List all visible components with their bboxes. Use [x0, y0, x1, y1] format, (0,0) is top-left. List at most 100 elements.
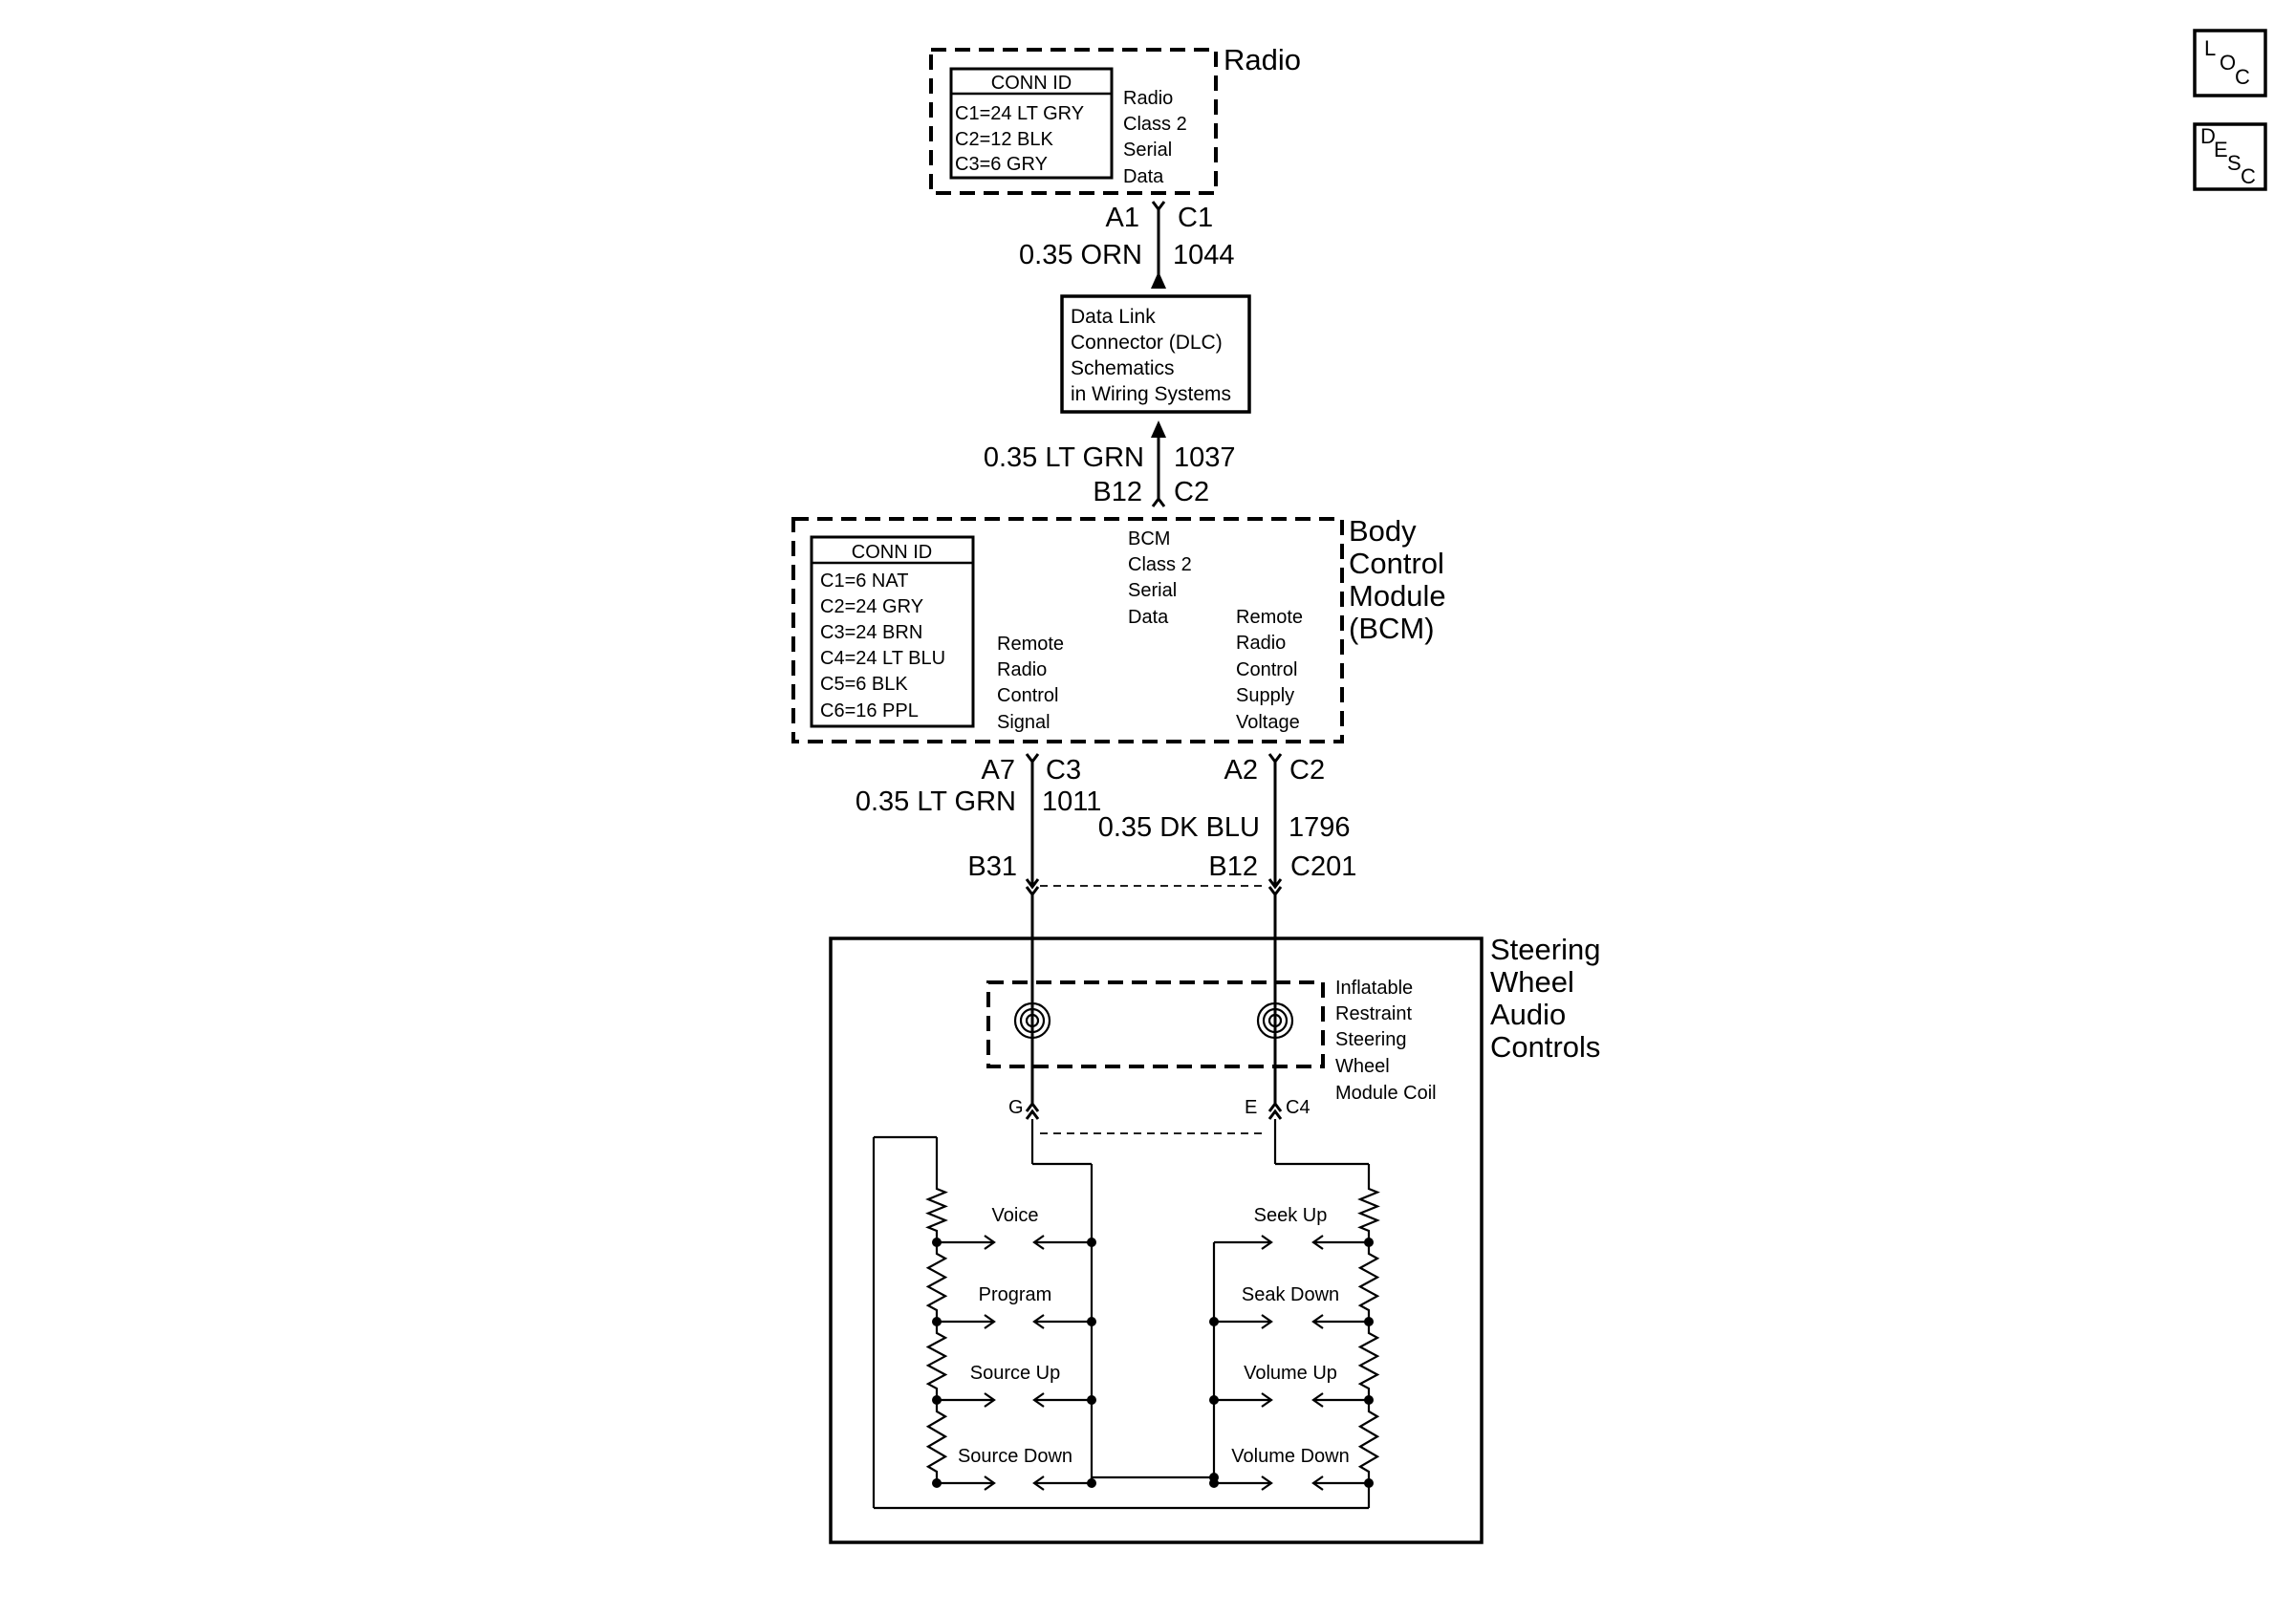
- connector-chevron: [1267, 753, 1283, 764]
- wire-radio-pin: A1: [1106, 203, 1139, 233]
- steering-wheel-audio-controls: Steering Wheel Audio Controls Inflatable…: [829, 894, 1600, 1544]
- junction-dot: [1087, 1317, 1096, 1326]
- coil-line-5: Module Coil: [1335, 1083, 1437, 1104]
- loc-glyph-1: L: [2204, 36, 2216, 60]
- dlc-line-1: Data Link: [1071, 306, 1156, 328]
- connector-chevron: [1151, 201, 1166, 212]
- wire-signal-conn: C3: [1046, 755, 1081, 786]
- switch-contact: [1311, 1235, 1324, 1250]
- wire-supply-conn: C2: [1289, 755, 1325, 786]
- swc-title-line-2: Wheel: [1490, 965, 1574, 999]
- resistor: [1357, 1322, 1380, 1400]
- bcm-supply-line-2: Radio: [1236, 633, 1286, 654]
- resistor: [925, 1400, 948, 1483]
- radio-serial-line-1: Radio: [1123, 88, 1173, 109]
- wire-signal-gauge-color: 0.35 LT GRN: [856, 786, 1016, 817]
- wire-supply-inline-pin: B12: [1208, 851, 1258, 882]
- bcm-conn-id-table: [810, 535, 975, 728]
- coil-pin-left: G: [1008, 1097, 1024, 1118]
- wire-dlc-gauge-color: 0.35 LT GRN: [984, 442, 1144, 473]
- bcm-supply-line-1: Remote: [1236, 607, 1303, 628]
- radio-module: Radio CONN ID C1=24 LT GRY C2=12 BLK C3=…: [929, 43, 1301, 195]
- coil-pin-right: E: [1245, 1097, 1257, 1118]
- switch-contact: [1261, 1314, 1273, 1329]
- bcm-serial-line-3: Serial: [1128, 580, 1177, 601]
- desc-glyph-3: S: [2227, 151, 2242, 175]
- bcm-conn-c1: C1=6 NAT: [820, 571, 908, 592]
- bcm-conn-c3: C3=24 BRN: [820, 622, 922, 643]
- switch-contact: [984, 1392, 996, 1408]
- coil-line-3: Steering: [1335, 1029, 1407, 1050]
- switch-contact: [984, 1314, 996, 1329]
- connector-chevron: [1151, 496, 1166, 507]
- bcm-conn-id-header: CONN ID: [852, 542, 932, 563]
- arrow-up-from-bcm: [1151, 420, 1166, 438]
- bcm-title-line-2: Control: [1349, 547, 1444, 580]
- switch-label-left-2: Program: [979, 1284, 1052, 1305]
- resistor: [1357, 1400, 1380, 1483]
- bcm-supply-line-3: Control: [1236, 659, 1297, 680]
- coil-spiral-right: [1256, 1001, 1294, 1040]
- desc-glyph-1: D: [2200, 124, 2216, 148]
- switch-contact: [1032, 1392, 1045, 1408]
- bcm-conn-c6: C6=16 PPL: [820, 700, 919, 721]
- wire-radio-gauge-color: 0.35 ORN: [1019, 240, 1142, 270]
- switch-contact: [984, 1475, 996, 1491]
- switch-contact: [1311, 1392, 1324, 1408]
- bcm-signal-line-2: Radio: [997, 659, 1047, 680]
- radio-conn-id-header: CONN ID: [991, 73, 1072, 94]
- wire-supply-voltage: A2 C2 0.35 DK BLU 1796 B12 C201: [1098, 753, 1356, 897]
- switch-label-left-4: Source Down: [958, 1446, 1072, 1467]
- radio-serial-line-3: Serial: [1123, 140, 1172, 161]
- bcm-signal-line-4: Signal: [997, 712, 1051, 733]
- resistor: [925, 1322, 948, 1400]
- switch-label-right-3: Volume Up: [1244, 1363, 1337, 1384]
- coil-conn: C4: [1286, 1097, 1310, 1118]
- dlc-line-4: in Wiring Systems: [1071, 383, 1231, 405]
- connector-chevron: [1267, 1101, 1283, 1112]
- radio-conn-c2: C2=12 BLK: [955, 129, 1054, 150]
- wire-radio-to-dlc: A1 C1 0.35 ORN 1044: [1019, 201, 1235, 289]
- wire-signal-inline-pin: B31: [967, 851, 1017, 882]
- radio-title: Radio: [1224, 43, 1301, 76]
- bcm-module: Body Control Module (BCM) CONN ID C1=6 N…: [791, 514, 1446, 743]
- switch-contact: [1032, 1475, 1045, 1491]
- resistor: [925, 1242, 948, 1322]
- bcm-conn-c2: C2=24 GRY: [820, 596, 923, 617]
- connector-chevron: [1025, 1101, 1040, 1112]
- loc-button[interactable]: L O C: [2193, 29, 2267, 97]
- wire-radio-conn: C1: [1178, 203, 1213, 233]
- switch-contact: [1032, 1235, 1045, 1250]
- switch-contact: [1311, 1314, 1324, 1329]
- wire-dlc-conn: C2: [1174, 477, 1209, 507]
- switch-contact: [1261, 1392, 1273, 1408]
- radio-conn-c3: C3=6 GRY: [955, 154, 1048, 175]
- coil-line-4: Wheel: [1335, 1056, 1390, 1077]
- radio-conn-id-table: [949, 67, 1114, 180]
- swc-title-line-4: Controls: [1490, 1030, 1600, 1064]
- bcm-title-line-4: (BCM): [1349, 612, 1435, 645]
- loc-glyph-3: C: [2235, 65, 2250, 89]
- resistor: [1357, 1242, 1380, 1322]
- junction-dot: [1087, 1238, 1096, 1247]
- loc-button-frame: [2193, 29, 2267, 97]
- junction-dot: [1087, 1395, 1096, 1405]
- loc-glyph-2: O: [2220, 51, 2236, 75]
- switch-label-left-1: Voice: [992, 1205, 1039, 1226]
- junction-dot: [1209, 1395, 1219, 1405]
- bcm-serial-line-4: Data: [1128, 607, 1169, 628]
- swc-outline: [829, 937, 1484, 1544]
- wire-supply-circuit: 1796: [1289, 812, 1351, 843]
- arrow-up-to-dlc: [1151, 271, 1166, 289]
- switch-contact: [1261, 1235, 1273, 1250]
- radio-conn-c1: C1=24 LT GRY: [955, 103, 1084, 124]
- junction-dot: [1209, 1317, 1219, 1326]
- coil-line-1: Inflatable: [1335, 978, 1413, 999]
- wire-dlc-circuit: 1037: [1174, 442, 1236, 473]
- switch-label-right-2: Seak Down: [1242, 1284, 1339, 1305]
- desc-button[interactable]: D E S C: [2193, 122, 2267, 191]
- bcm-signal-line-1: Remote: [997, 634, 1064, 655]
- coil-outline: [986, 980, 1325, 1068]
